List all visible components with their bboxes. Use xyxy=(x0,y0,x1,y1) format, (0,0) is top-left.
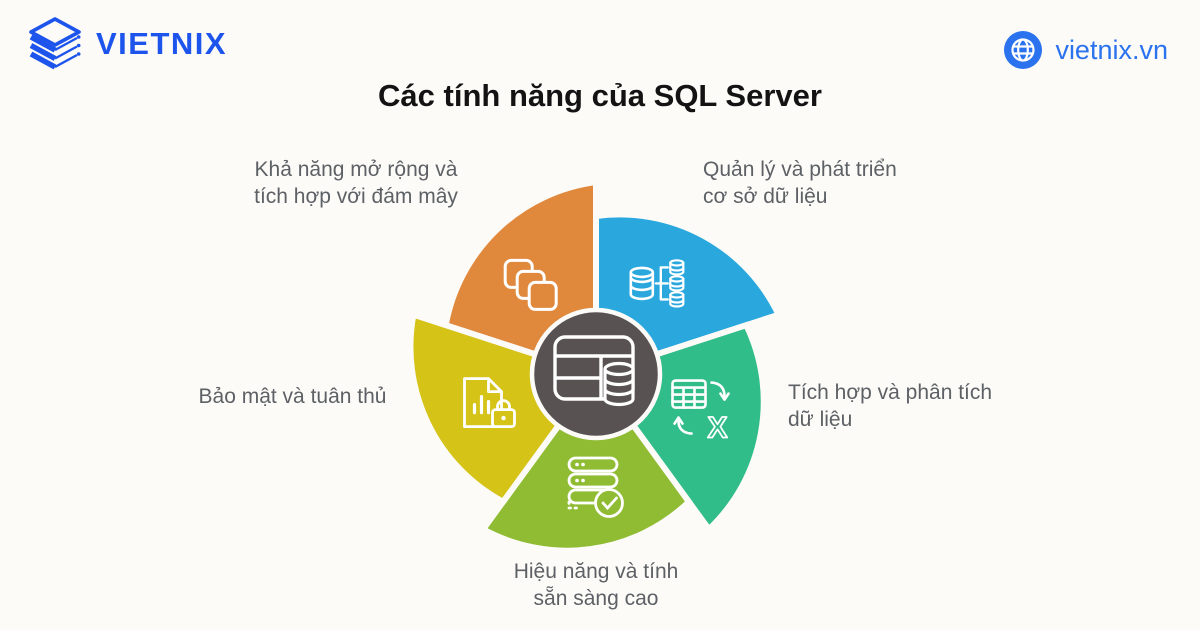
database-tree-icon xyxy=(629,259,685,308)
vietnix-logo-icon xyxy=(29,17,81,70)
label-cloud-scalability: Khả năng mở rộng và tích hợp với đám mây xyxy=(254,158,458,208)
label-high-availability: Hiệu năng và tính sẵn sàng cao xyxy=(513,560,679,610)
database-table-icon xyxy=(553,335,635,407)
copy-squares-icon xyxy=(503,258,558,311)
vietnix-logo: VIETNIX xyxy=(26,16,227,70)
label-db-management: Quản lý và phát triển cơ sở dữ liệu xyxy=(703,158,897,208)
label-security: Bảo mật và tuân thủ xyxy=(198,385,387,408)
svg-text:X: X xyxy=(707,412,727,445)
page-title: Các tính năng của SQL Server xyxy=(378,78,822,113)
server-check-icon xyxy=(567,456,624,518)
doc-lock-icon xyxy=(463,377,516,429)
brand-name: VIETNIX xyxy=(96,26,228,61)
website-badge: vietnix.vn xyxy=(1003,30,1168,70)
wheel-center-circle xyxy=(529,307,663,441)
globe-icon xyxy=(1004,31,1043,69)
label-data-integration: Tích hợp và phân tích dữ liệu xyxy=(788,381,993,431)
table-convert-icon: X xyxy=(671,379,730,445)
website-url: vietnix.vn xyxy=(1055,34,1168,65)
